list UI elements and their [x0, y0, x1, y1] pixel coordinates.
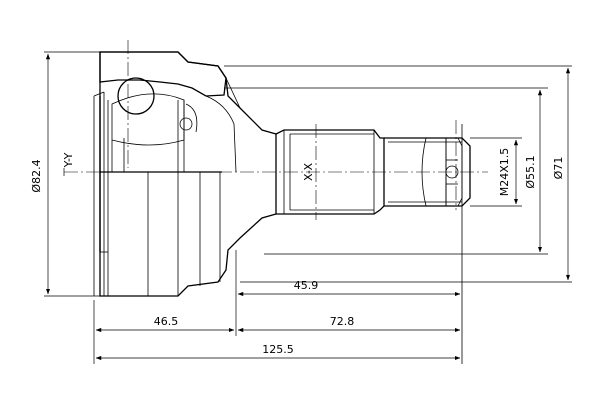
ball-top — [117, 77, 155, 115]
label-len-stem: 45.9 — [294, 279, 319, 292]
center-lines — [64, 40, 488, 364]
label-axis-y-y: Y-Y — [62, 152, 75, 168]
label-axis-x-x: X-X — [302, 163, 315, 181]
label-len-body: 46.5 — [154, 315, 179, 328]
label-len-total: 125.5 — [262, 343, 294, 356]
housing-outline — [99, 51, 277, 297]
label-len-shaft: 72.8 — [330, 315, 355, 328]
label-dia-shaft: Ø55.1 — [524, 155, 537, 188]
label-dia-outer-body: Ø82.4 — [30, 159, 43, 192]
dimension-lines — [44, 51, 572, 364]
inner-race — [111, 93, 185, 146]
ball-side — [179, 117, 193, 131]
thread-section-hatch — [421, 137, 447, 207]
housing-body — [93, 51, 277, 297]
dimension-labels: Ø82.4 Y-Y X-X M24X1.5 Ø55.1 Ø71 45.9 46.… — [30, 148, 565, 356]
label-dia-end: Ø71 — [552, 157, 565, 180]
label-thread: M24X1.5 — [498, 148, 511, 197]
